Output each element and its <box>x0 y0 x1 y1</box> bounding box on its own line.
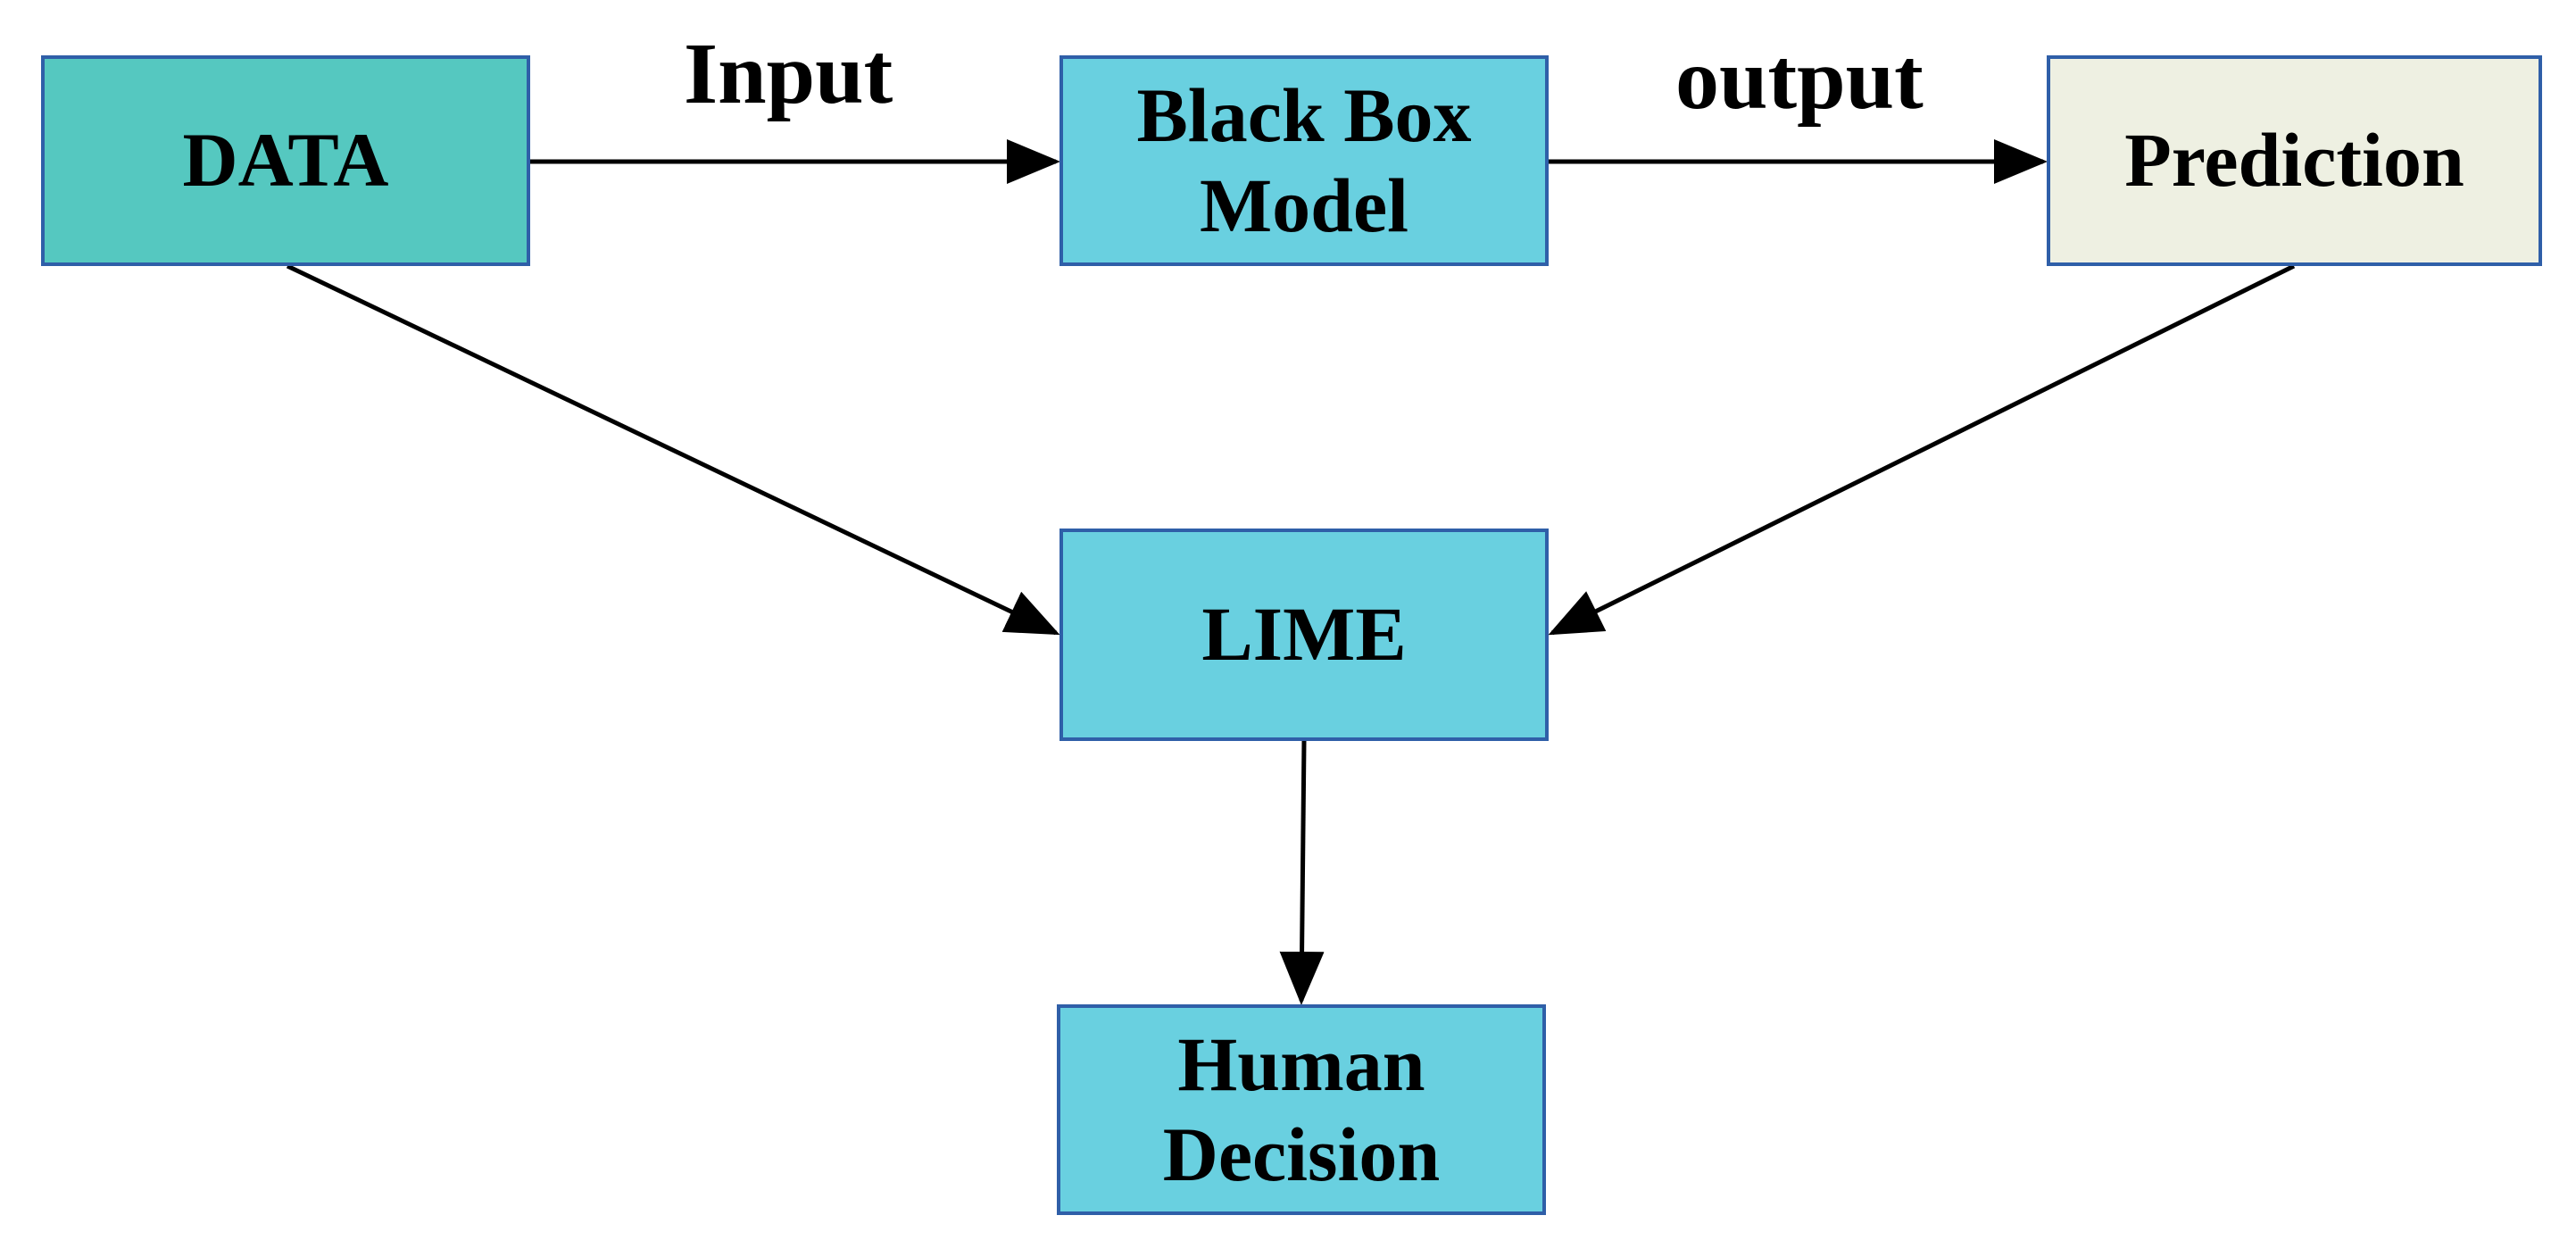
lime-node: LIME <box>1059 529 1549 741</box>
black-box-model-node: Black Box Model <box>1059 55 1549 266</box>
black-box-model-node-label: Black Box Model <box>1136 71 1472 248</box>
prediction-node: Prediction <box>2047 55 2542 266</box>
output-edge-label: output <box>1675 31 1924 128</box>
human-decision-node: Human Decision <box>1057 1004 1546 1215</box>
data-node-label: DATA <box>182 117 389 204</box>
prediction-node-label: Prediction <box>2124 117 2464 204</box>
input-edge-label: Input <box>684 26 893 122</box>
data-node: DATA <box>41 55 530 266</box>
edge-lime-to-human-decision <box>1279 740 1325 1005</box>
edge-prediction-to-lime <box>1548 263 2296 636</box>
edge-data-to-lime <box>286 263 1060 636</box>
lime-node-label: LIME <box>1201 591 1407 678</box>
human-decision-node-label: Human Decision <box>1162 1020 1441 1197</box>
